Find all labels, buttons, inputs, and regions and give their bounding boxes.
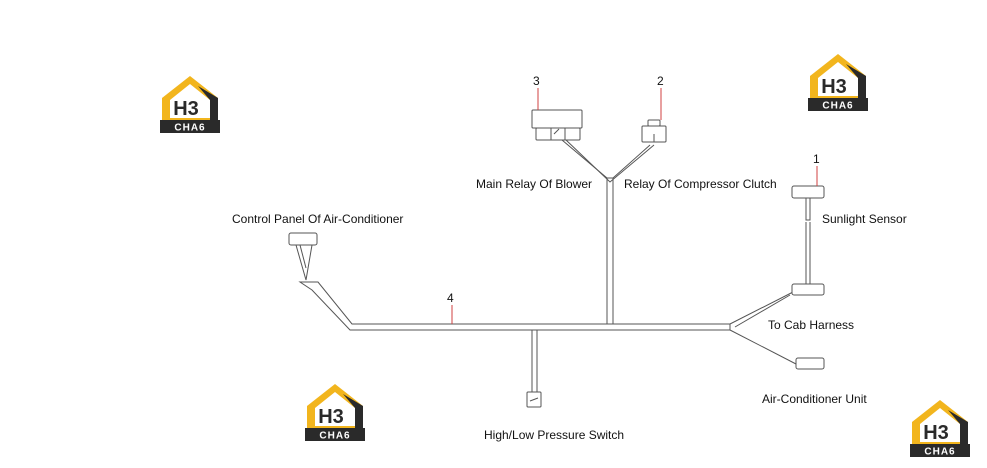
pressure-switch-connector	[526, 391, 542, 408]
label-sunlight-sensor: Sunlight Sensor	[822, 212, 907, 226]
svg-text:H3: H3	[821, 76, 847, 98]
callout-3: 3	[533, 74, 540, 88]
control-panel-connector	[288, 232, 318, 281]
label-main-relay-blower: Main Relay Of Blower	[476, 177, 593, 191]
callout-1: 1	[813, 152, 820, 166]
label-to-cab-harness: To Cab Harness	[768, 318, 855, 332]
label-relay-compressor-clutch: Relay Of Compressor Clutch	[624, 177, 777, 191]
leader-lines	[451, 88, 818, 324]
label-control-panel: Control Panel Of Air-Conditioner	[232, 212, 404, 226]
callout-4: 4	[447, 291, 454, 305]
svg-text:CHA6: CHA6	[924, 447, 955, 458]
sunlight-sensor-connector	[791, 185, 825, 296]
compressor-relay-connector	[641, 119, 667, 143]
svg-text:CHA6: CHA6	[174, 123, 205, 134]
callout-2: 2	[657, 74, 664, 88]
main-trunk	[298, 190, 731, 392]
right-branch	[729, 290, 797, 365]
svg-text:H3: H3	[173, 98, 199, 120]
svg-text:H3: H3	[923, 422, 949, 444]
svg-text:H3: H3	[318, 406, 344, 428]
label-pressure-switch: High/Low Pressure Switch	[484, 428, 625, 442]
svg-text:CHA6: CHA6	[822, 101, 853, 112]
svg-text:CHA6: CHA6	[319, 431, 350, 442]
blower-relay-connector	[531, 109, 655, 190]
label-air-conditioner-unit: Air-Conditioner Unit	[762, 392, 867, 406]
ac-unit-connector	[795, 357, 825, 370]
